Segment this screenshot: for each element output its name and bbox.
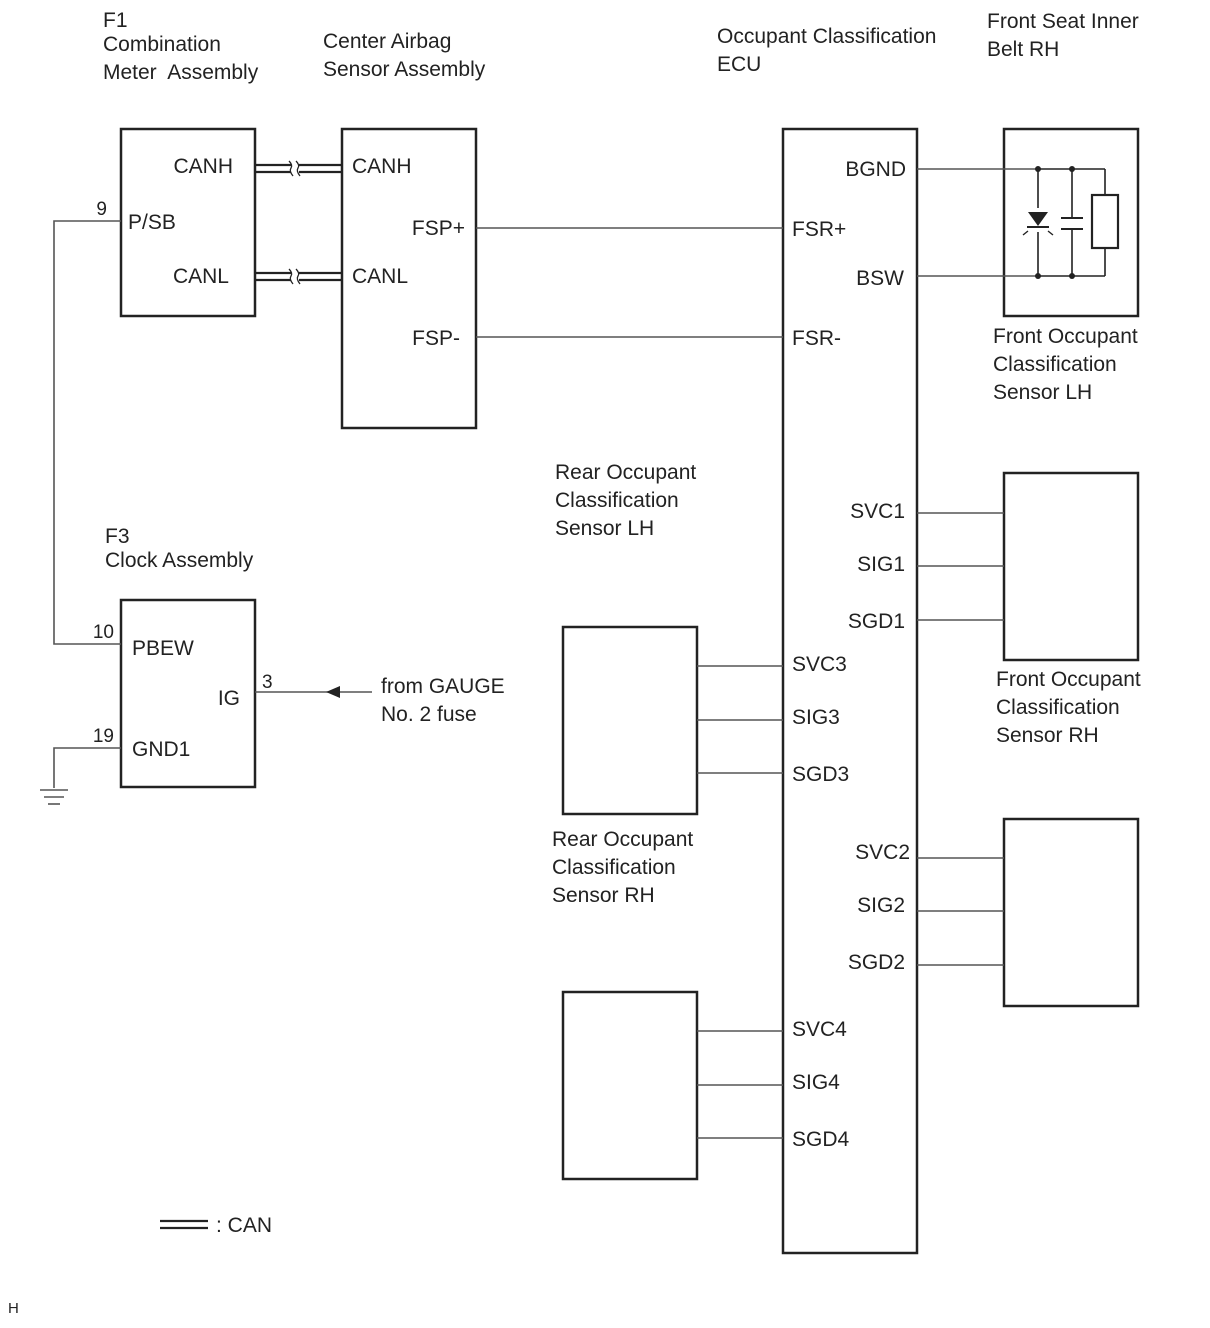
f1-name-line1: Combination: [103, 33, 221, 56]
front-lh-line3: Sensor LH: [993, 381, 1092, 404]
legend-can-label: : CAN: [216, 1214, 272, 1237]
wire-gnd1: [53, 747, 121, 788]
rear-lh-line3: Sensor LH: [555, 517, 654, 540]
pin-svc4: SVC4: [792, 1018, 847, 1041]
pin-svc2: SVC2: [855, 841, 910, 864]
pin-sgd2: SGD2: [848, 951, 905, 974]
front-rh-line2: Classification: [996, 696, 1120, 719]
front-lh-line1: Front Occupant: [993, 325, 1138, 348]
center-airbag-box: [340, 127, 478, 430]
pin-sgd3: SGD3: [792, 763, 849, 786]
pin-sig3: SIG3: [792, 706, 840, 729]
clock-assembly-box: [119, 598, 257, 789]
belt-sensor-circuit: [1035, 166, 1106, 279]
pin-sgd1: SGD1: [848, 610, 905, 633]
belt-name-line1: Front Seat Inner: [987, 10, 1139, 33]
pin-canh-airbag: CANH: [352, 155, 412, 178]
occupant-ecu-box: [781, 127, 919, 1255]
pin-sig4: SIG4: [792, 1071, 840, 1094]
pin-sgd4: SGD4: [792, 1128, 850, 1151]
pin-fsp-minus: FSP-: [412, 327, 460, 350]
diode-icon: [1022, 208, 1054, 236]
pin-ig: IG: [218, 687, 240, 710]
pin-sig2: SIG2: [857, 894, 905, 917]
airbag-name-line1: Center Airbag: [323, 30, 451, 53]
pin-canh-f1: CANH: [173, 155, 233, 178]
front-lh-line2: Classification: [993, 353, 1117, 376]
pin-svc1: SVC1: [850, 500, 905, 523]
rear-rh-line2: Classification: [552, 856, 676, 879]
fuse-note-line1: from GAUGE: [381, 675, 505, 698]
pin-psb: P/SB: [128, 211, 176, 234]
can-bus-canh: [255, 160, 342, 177]
pin-bsw: BSW: [856, 267, 904, 290]
wire-psb-pbew: [53, 220, 121, 645]
pin-bgnd: BGND: [845, 158, 906, 181]
airbag-name-line2: Sensor Assembly: [323, 58, 486, 81]
rear-rh-line3: Sensor RH: [552, 884, 655, 907]
pin-number-9: 9: [96, 199, 107, 220]
pin-number-19: 19: [93, 726, 114, 747]
ground-icon: [40, 789, 68, 805]
resistor-icon: [1090, 193, 1120, 250]
rear-sensor-rh-upper-box: [561, 625, 699, 816]
capacitor-icon: [1061, 217, 1083, 230]
pin-sig1: SIG1: [857, 553, 905, 576]
pin-fsp-plus: FSP+: [412, 217, 465, 240]
ecu-name-line1: Occupant Classification: [717, 25, 936, 48]
pin-gnd1: GND1: [132, 738, 190, 761]
pin-canl-airbag: CANL: [352, 265, 408, 288]
can-bus-canl: [255, 268, 342, 285]
rear-sensor-rh-lower-box: [561, 990, 699, 1181]
rear-lh-line1: Rear Occupant: [555, 461, 696, 484]
can-legend-line: [160, 1219, 208, 1230]
corner-mark: H: [8, 1300, 19, 1317]
f3-id-label: F3: [105, 525, 130, 548]
front-sensor-rh-box: [1002, 471, 1140, 662]
front-rh-line3: Sensor RH: [996, 724, 1099, 747]
combination-meter-box: [119, 127, 257, 318]
rear-lh-line2: Classification: [555, 489, 679, 512]
fuse-note-line2: No. 2 fuse: [381, 703, 477, 726]
f1-name-line2: Meter Assembly: [103, 61, 259, 84]
pin-pbew: PBEW: [132, 637, 194, 660]
f1-id-label: F1: [103, 9, 128, 32]
pin-number-3: 3: [262, 672, 273, 693]
pin-svc3: SVC3: [792, 653, 847, 676]
rear-sensor-lh-box: [1002, 817, 1140, 1008]
f3-name: Clock Assembly: [105, 549, 254, 572]
arrow-icon: [326, 686, 340, 698]
front-rh-line1: Front Occupant: [996, 668, 1141, 691]
rear-rh-line1: Rear Occupant: [552, 828, 693, 851]
pin-number-10: 10: [93, 622, 114, 643]
pin-fsr-plus: FSR+: [792, 218, 846, 241]
pin-fsr-minus: FSR-: [792, 327, 841, 350]
pin-canl-f1: CANL: [173, 265, 229, 288]
belt-name-line2: Belt RH: [987, 38, 1059, 61]
ecu-name-line2: ECU: [717, 53, 761, 76]
